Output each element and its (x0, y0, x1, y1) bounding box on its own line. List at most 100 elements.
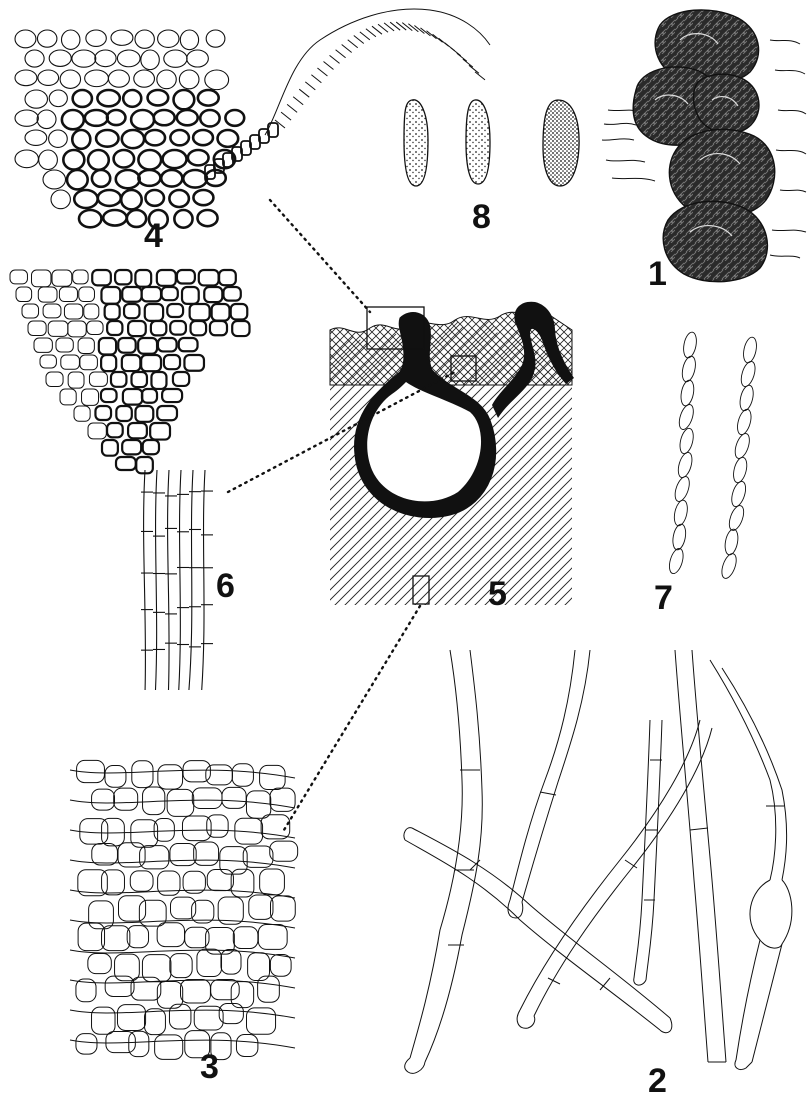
cell (107, 321, 122, 335)
cell (38, 70, 59, 85)
cell (162, 287, 178, 300)
cell (127, 926, 148, 948)
chain-cell (735, 408, 754, 436)
cell (188, 150, 209, 165)
cell (157, 70, 176, 89)
chain-cell (678, 427, 696, 455)
cell (270, 896, 295, 921)
cell (49, 90, 67, 107)
cuticle-stripe (457, 53, 467, 61)
cell (28, 321, 46, 335)
hypha (144, 470, 146, 690)
cuticle-stripe (330, 55, 340, 63)
cell (142, 287, 161, 301)
chain-cell (671, 523, 688, 551)
cell (218, 130, 239, 147)
cell (170, 321, 186, 335)
cell (16, 287, 32, 302)
cell (128, 321, 146, 336)
cell (62, 110, 84, 129)
cuticle-stripe (311, 75, 321, 83)
hypha (168, 470, 170, 690)
cell (162, 389, 182, 402)
cell (249, 895, 273, 919)
cell (85, 70, 109, 87)
cell (154, 110, 175, 125)
cell (43, 304, 61, 318)
cell (48, 321, 68, 336)
cell (87, 321, 103, 334)
cell (232, 321, 249, 336)
chain-cell (672, 475, 692, 503)
cell (105, 766, 126, 788)
cell (134, 70, 155, 87)
cell (49, 130, 68, 147)
cell (212, 304, 230, 321)
cell (174, 210, 192, 228)
chain-cell (723, 528, 740, 556)
cell (107, 110, 125, 125)
cell (138, 338, 157, 354)
cell (74, 190, 97, 208)
cell (115, 270, 131, 284)
cell (89, 372, 107, 386)
cuticle-stripe (281, 112, 291, 120)
cuticle-stripe (372, 26, 382, 34)
cell (88, 423, 106, 439)
cell (179, 70, 199, 89)
cell (39, 150, 58, 169)
cell (167, 789, 194, 816)
cell (72, 50, 96, 67)
cell (117, 1005, 145, 1031)
cell (207, 870, 233, 891)
cell (105, 976, 134, 996)
cell (105, 304, 120, 319)
cell (131, 110, 154, 129)
cuticle-stripe (317, 68, 327, 76)
figure-5-label: 5 (488, 575, 507, 613)
figure-6-ostiolar-tissue (10, 270, 250, 690)
cell (231, 304, 248, 319)
cell (204, 287, 222, 302)
cell (161, 170, 182, 187)
cuticle-stripe (463, 59, 473, 67)
cell (198, 90, 219, 106)
chain-cell (677, 403, 697, 431)
cell (60, 389, 76, 405)
cell (122, 440, 141, 454)
cuticle-stripe (402, 23, 412, 31)
cell (193, 190, 213, 205)
cell (145, 130, 165, 145)
cell (34, 338, 52, 352)
cell (173, 372, 189, 386)
cell (179, 338, 198, 351)
cell (270, 841, 298, 861)
cell (99, 338, 116, 354)
chain-cell (729, 480, 748, 508)
cell (131, 372, 146, 387)
cell (73, 270, 88, 284)
cuticle-stripe (336, 50, 346, 58)
cell (246, 791, 270, 818)
chain-cell (672, 499, 689, 527)
cell (191, 321, 207, 335)
cell (140, 846, 169, 869)
cuticle-stripe (305, 82, 315, 90)
cell (76, 1034, 97, 1055)
figure-8-label: 8 (472, 198, 491, 236)
cuticle-stripe (348, 40, 358, 48)
chain-cell (679, 379, 696, 407)
cell (135, 30, 154, 48)
cell (15, 110, 38, 126)
cell (61, 355, 80, 369)
cell (123, 389, 142, 405)
cell (64, 304, 82, 319)
cell (101, 355, 116, 371)
cell (190, 304, 210, 320)
cell (129, 1031, 149, 1056)
cuticle-stripe (475, 72, 485, 80)
cell (92, 789, 115, 810)
cuticle-stripe (293, 97, 303, 105)
cell (25, 90, 47, 108)
figure-1-label: 1 (648, 255, 667, 293)
